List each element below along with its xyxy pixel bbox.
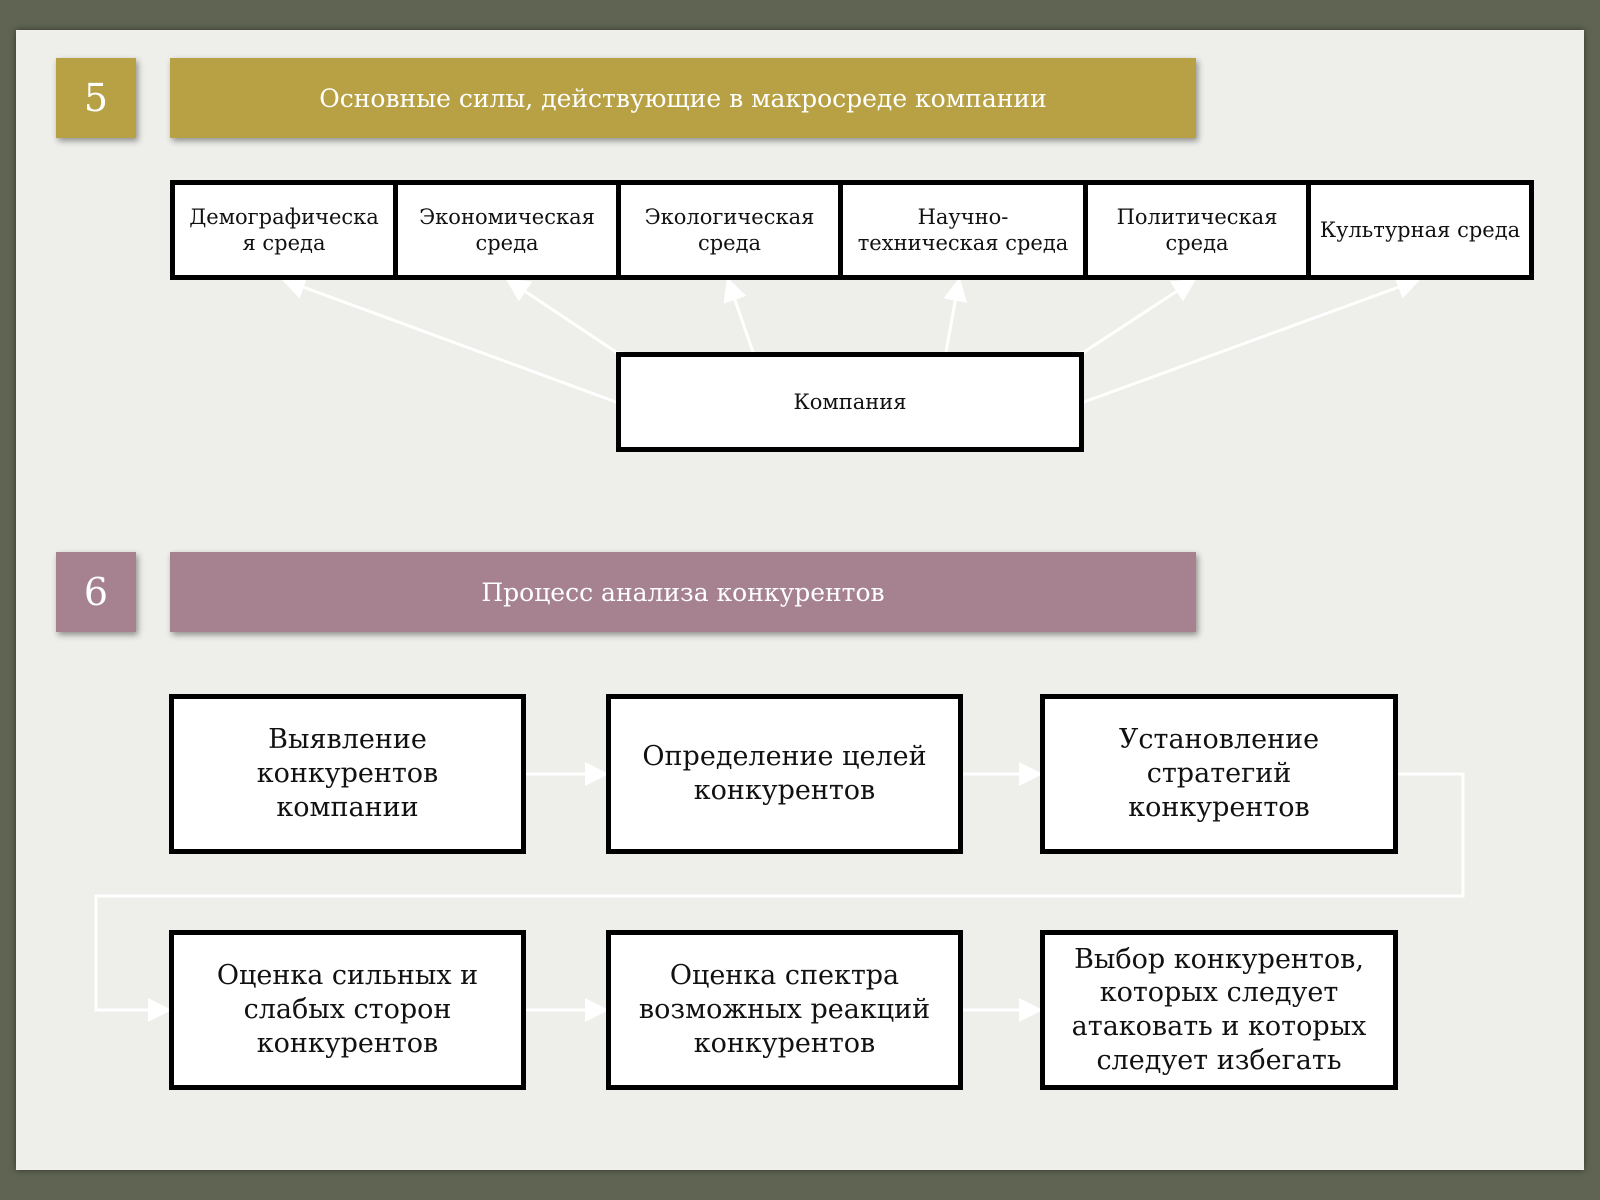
section-5-title: Основные силы, действующие в макросреде …	[170, 58, 1196, 138]
step-assess-reactions: Оценка спектра возможных реакций конкуре…	[606, 930, 963, 1090]
step-establish-strategies: Установление стратегий конкурентов	[1040, 694, 1398, 854]
company-box: Компания	[616, 352, 1084, 452]
force-scientific-technical: Научно-техническая среда	[838, 180, 1088, 280]
step-select-competitors: Выбор конкурентов, которых следует атако…	[1040, 930, 1398, 1090]
force-economic: Экономическая среда	[393, 180, 621, 280]
step-assess-strengths-weaknesses: Оценка сильных и слабых сторон конкурент…	[169, 930, 526, 1090]
force-cultural: Культурная среда	[1306, 180, 1534, 280]
connector-layer	[94, 275, 1465, 1022]
force-political: Политическая среда	[1083, 180, 1311, 280]
force-ecological: Экологическая среда	[616, 180, 843, 280]
process-flow-connectors	[94, 762, 1465, 1022]
slide: 5 Основные силы, действующие в макросред…	[16, 30, 1584, 1170]
section-6-title: Процесс анализа конкурентов	[170, 552, 1196, 632]
section-6-number: 6	[56, 552, 136, 632]
company-force-arrows	[281, 275, 1421, 421]
force-demographic: Демографическа я среда	[170, 180, 398, 280]
step-determine-goals: Определение целей конкурентов	[606, 694, 963, 854]
section-5-number: 5	[56, 58, 136, 138]
step-identify-competitors: Выявление конкурентов компании	[169, 694, 526, 854]
